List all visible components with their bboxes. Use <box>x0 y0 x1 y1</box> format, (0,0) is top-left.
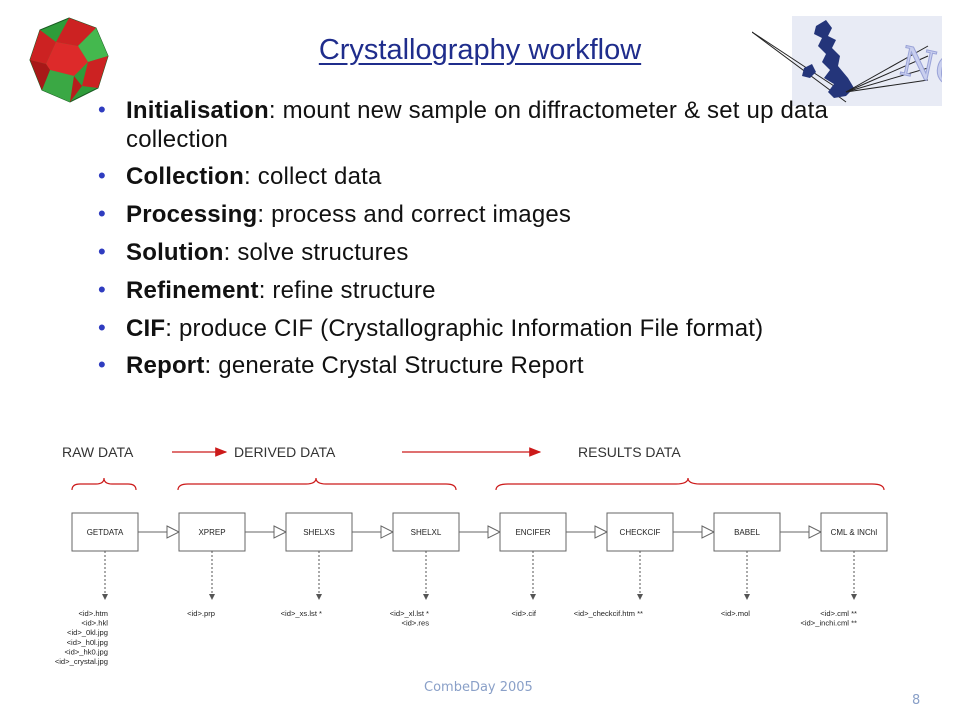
bullet-icon: • <box>98 97 106 122</box>
connector-arrowhead <box>701 525 716 539</box>
bullet-head: Processing <box>126 201 258 228</box>
process-box-label: CHECKCIF <box>620 528 661 537</box>
process-box-label: SHELXL <box>411 528 442 537</box>
output-arrowhead <box>423 594 429 600</box>
connector-arrowhead <box>487 525 502 539</box>
process-box-label: ENCIFER <box>515 528 550 537</box>
output-file: <id>_h0l.jpg <box>67 638 108 647</box>
output-arrowhead <box>851 594 857 600</box>
bullet-head: Report <box>126 352 205 379</box>
bullet-item: • Report: generate Crystal Structure Repo… <box>98 351 828 380</box>
process-box-label: CML & INChI <box>831 528 878 537</box>
process-box-label: GETDATA <box>87 528 124 537</box>
connector-arrowhead <box>166 525 181 539</box>
bullet-icon: • <box>98 239 106 264</box>
connector-arrowhead <box>273 525 288 539</box>
bullet-text: : solve structures <box>223 239 409 266</box>
footer-text: CombeDay 2005 <box>424 680 533 695</box>
process-box-label: SHELXS <box>303 528 335 537</box>
bullet-head: CIF <box>126 315 166 342</box>
output-file: <id>_hk0.jpg <box>65 647 109 656</box>
bullet-icon: • <box>98 277 106 302</box>
output-file: <id>_0kl.jpg <box>67 628 108 637</box>
output-file: <id>_checkcif.htm ** <box>574 609 643 618</box>
stage-label-results: RESULTS DATA <box>578 444 681 460</box>
process-box-label: BABEL <box>734 528 760 537</box>
bullet-head: Refinement <box>126 277 259 304</box>
bullet-head: Collection <box>126 163 245 190</box>
bullet-text: : collect data <box>244 163 382 190</box>
bullet-text: : refine structure <box>258 277 436 304</box>
bullet-item: • CIF: produce CIF (Crystallographic Info… <box>98 314 828 343</box>
bullet-head: Initialisation <box>126 97 269 124</box>
bullet-text: : generate Crystal Structure Report <box>204 352 584 379</box>
process-box <box>713 512 781 552</box>
ncs-uk-map-logo: NCS <box>752 16 942 106</box>
output-file: <id>_crystal.jpg <box>55 657 108 666</box>
bullet-text: : process and correct images <box>257 201 572 228</box>
output-arrowhead <box>637 594 643 600</box>
bullet-text: : mount new sample on diffractometer & s… <box>126 97 829 153</box>
connector-arrowhead <box>594 525 609 539</box>
slide-title: Crystallography workflow <box>318 34 642 66</box>
output-file: <id>.res <box>402 619 430 628</box>
bullet-icon: • <box>98 315 106 340</box>
output-arrowhead <box>316 594 322 600</box>
output-file: <id>_inchi.cml ** <box>800 619 857 628</box>
bracket-derived <box>177 477 457 491</box>
connector-arrowhead <box>380 525 395 539</box>
page-number: 8 <box>912 693 921 708</box>
output-file: <id>.cif <box>512 609 537 618</box>
output-file: <id>.mol <box>721 609 750 618</box>
bullet-head: Solution <box>126 239 224 266</box>
process-box-label: XPREP <box>198 528 225 537</box>
output-arrowhead <box>530 594 536 600</box>
bullet-text: : produce CIF (Crystallographic Informat… <box>165 315 764 342</box>
bullet-list: • Initialisation: mount new sample on dif… <box>98 96 828 380</box>
bullet-item: • Solution: solve structures <box>98 238 828 267</box>
bullet-icon: • <box>98 201 106 226</box>
output-file: <id>.htm <box>78 609 108 618</box>
process-box <box>499 512 567 552</box>
process-box <box>392 512 460 552</box>
bullet-item: • Collection: collect data <box>98 162 828 191</box>
output-file: <id>_xl.lst * <box>390 609 429 618</box>
polyhedron-logo <box>29 17 109 103</box>
bullet-item: • Initialisation: mount new sample on dif… <box>98 96 828 154</box>
bracket-results <box>495 477 885 491</box>
process-box <box>178 512 246 552</box>
output-file: <id>.prp <box>187 609 215 618</box>
output-file: <id>.cml ** <box>820 609 857 618</box>
bullet-item: • Processing: process and correct images <box>98 200 828 229</box>
connector-arrowhead <box>808 525 823 539</box>
bullet-icon: • <box>98 352 106 377</box>
stage-label-derived: DERIVED DATA <box>234 444 336 460</box>
bullet-icon: • <box>98 163 106 188</box>
output-arrowhead <box>744 594 750 600</box>
bracket-raw <box>71 477 137 491</box>
output-file: <id>_xs.lst * <box>281 609 322 618</box>
output-arrowhead <box>102 594 108 600</box>
stage-label-raw: RAW DATA <box>62 444 134 460</box>
bullet-item: • Refinement: refine structure <box>98 276 828 305</box>
output-file: <id>.hkl <box>81 619 108 628</box>
process-box <box>820 512 888 552</box>
output-arrowhead <box>209 594 215 600</box>
